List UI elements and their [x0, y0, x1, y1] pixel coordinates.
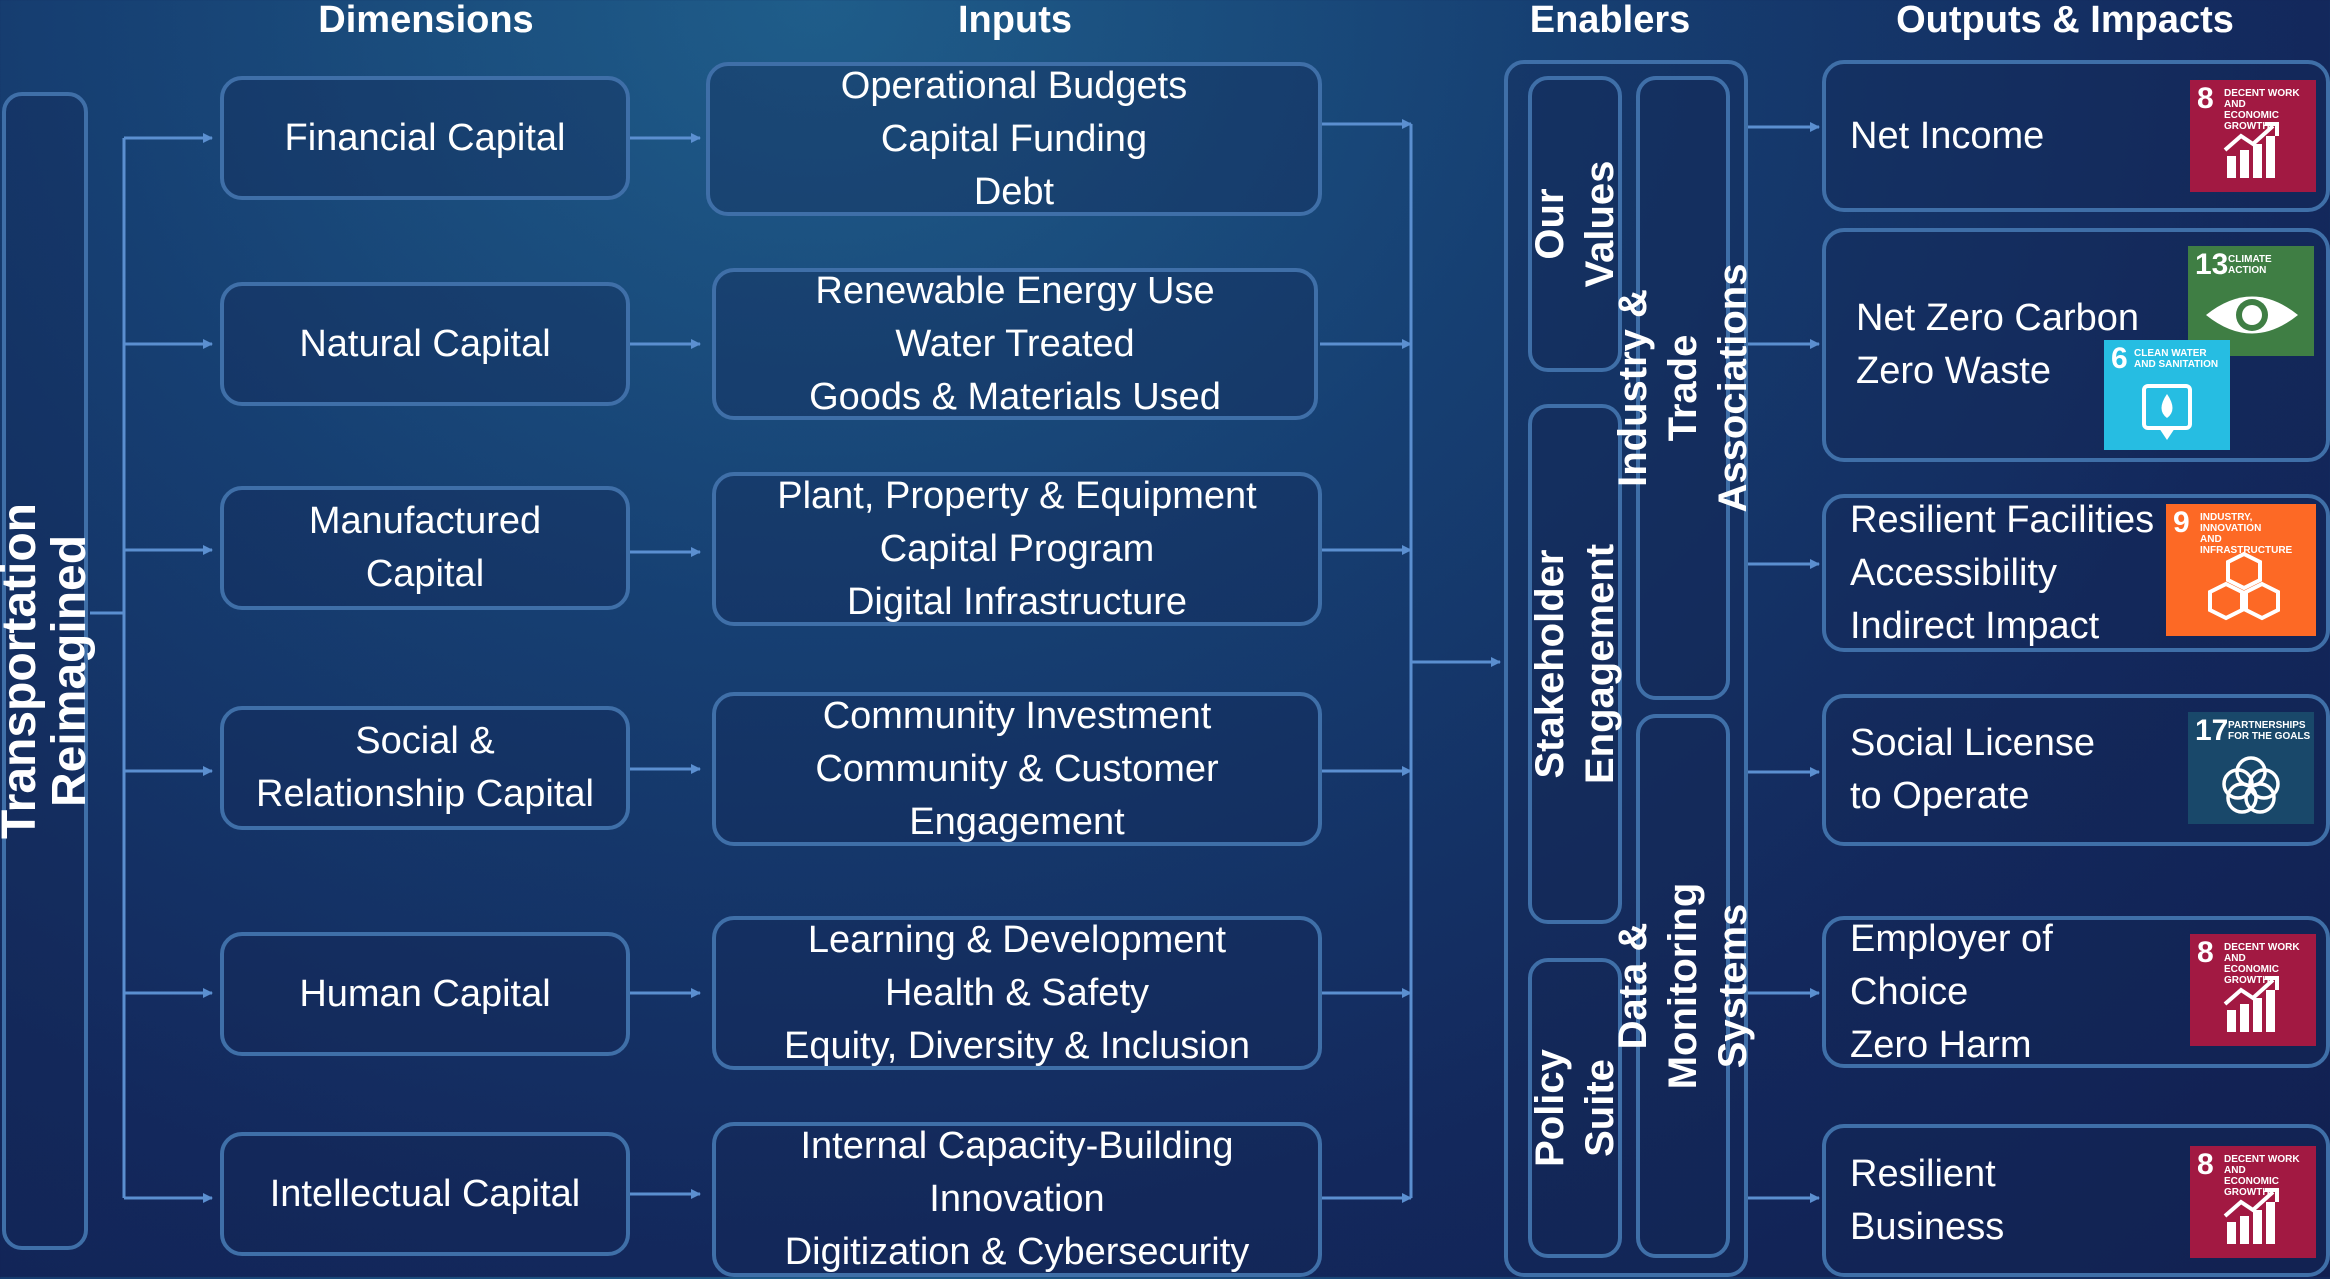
root-box: Transportation Reimagined	[0, 92, 96, 1250]
dimension-box: Social & Relationship Capital	[220, 706, 630, 830]
dimension-box: Manufactured Capital	[220, 486, 630, 610]
enabler-industry-trade: Industry & Trade Associations	[1611, 76, 1755, 700]
sdg-number: 8	[2197, 82, 2214, 115]
sdg-label: CLIMATE ACTION	[2228, 254, 2272, 276]
enabler-our-values: Our Values	[1528, 76, 1622, 372]
enabler-stakeholder-engagement: Stakeholder Engagement	[1528, 404, 1622, 924]
dimension-box: Financial Capital	[220, 76, 630, 200]
growth-chart-icon	[2223, 976, 2279, 1032]
enabler-data-monitoring: Data & Monitoring Systems	[1611, 714, 1755, 1258]
enabler-label: Industry & Trade Associations	[1611, 263, 1755, 513]
sdg-number: 9	[2173, 506, 2190, 539]
enabler-policy-suite: Policy Suite	[1528, 958, 1622, 1258]
root-label: Transportation Reimagined	[0, 502, 96, 840]
input-box: Learning & Development Health & Safety E…	[712, 916, 1322, 1070]
sdg-number: 8	[2197, 936, 2214, 969]
growth-chart-icon	[2223, 1188, 2279, 1244]
sdg-label: CLEAN WATER AND SANITATION	[2134, 348, 2219, 370]
sdg-number: 17	[2195, 714, 2229, 747]
header-enablers: Enablers	[1529, 0, 1691, 41]
sdg9-tile: 9 INDUSTRY, INNOVATION AND INFRASTRUCTUR…	[2166, 504, 2316, 636]
sdg-number: 8	[2197, 1148, 2214, 1181]
input-box: Plant, Property & Equipment Capital Prog…	[712, 472, 1322, 626]
sdg8-tile: 8 DECENT WORK AND ECONOMIC GROWTH	[2190, 934, 2316, 1046]
eye-globe-icon	[2206, 296, 2298, 334]
rings-icon	[2222, 756, 2280, 814]
dimension-box: Intellectual Capital	[220, 1132, 630, 1256]
enablers-group	[1504, 60, 1748, 1277]
sdg8-tile: 8 DECENT WORK AND ECONOMIC GROWTH	[2190, 1146, 2316, 1258]
water-drop-icon	[2142, 384, 2192, 440]
enabler-label: Stakeholder Engagement	[1528, 543, 1622, 785]
sdg-number: 13	[2195, 248, 2229, 281]
sdg-label: DECENT WORK AND ECONOMIC GROWTH	[2224, 88, 2300, 132]
header-dimensions: Dimensions	[318, 0, 534, 41]
input-box: Operational Budgets Capital Funding Debt	[706, 62, 1322, 216]
enabler-label: Data & Monitoring Systems	[1611, 882, 1755, 1090]
sdg-number: 6	[2111, 342, 2128, 375]
sdg13-tile: 13 CLIMATE ACTION	[2188, 246, 2314, 356]
sdg-label: INDUSTRY, INNOVATION AND INFRASTRUCTURE	[2200, 512, 2293, 556]
header-outputs: Outputs & Impacts	[1896, 0, 2234, 41]
dimension-box: Natural Capital	[220, 282, 630, 406]
sdg17-tile: 17 PARTNERSHIPS FOR THE GOALS	[2188, 712, 2314, 824]
cubes-icon	[2208, 551, 2280, 621]
input-box: Community Investment Community & Custome…	[712, 692, 1322, 846]
input-box: Internal Capacity-Building Innovation Di…	[712, 1122, 1322, 1277]
input-box: Renewable Energy Use Water Treated Goods…	[712, 268, 1318, 420]
sdg-label: DECENT WORK AND ECONOMIC GROWTH	[2224, 1154, 2300, 1198]
sdg8-tile: 8 DECENT WORK AND ECONOMIC GROWTH	[2190, 80, 2316, 192]
header-inputs: Inputs	[958, 0, 1072, 41]
sdg-label: DECENT WORK AND ECONOMIC GROWTH	[2224, 942, 2300, 986]
sdg6-tile: 6 CLEAN WATER AND SANITATION	[2104, 340, 2230, 450]
sdg-label: PARTNERSHIPS FOR THE GOALS	[2228, 720, 2311, 742]
dimension-box: Human Capital	[220, 932, 630, 1056]
growth-chart-icon	[2223, 122, 2279, 178]
